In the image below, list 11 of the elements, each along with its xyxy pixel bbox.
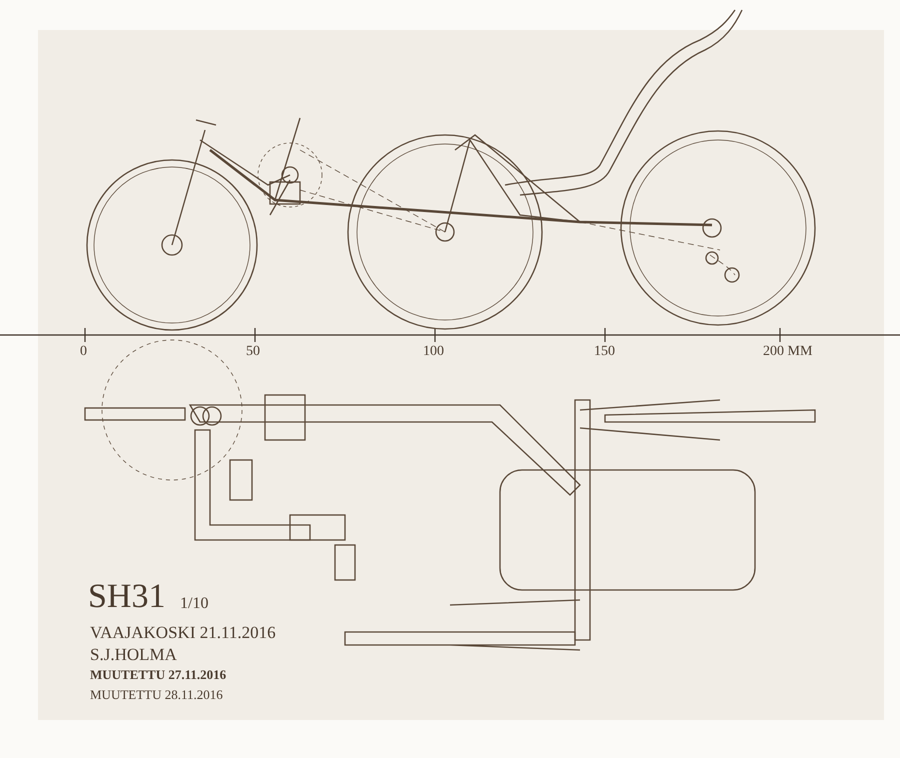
drawing-title: SH31 bbox=[88, 580, 166, 614]
place-date: VAAJAKOSKI 21.11.2016 bbox=[90, 624, 276, 641]
scale-ratio: 1/10 bbox=[180, 596, 208, 612]
scale-value: 100 bbox=[423, 345, 444, 359]
scale-value: 50 bbox=[246, 345, 260, 359]
revision-date: MUUTETTU 27.11.2016 bbox=[90, 668, 226, 681]
scale-value: 0 bbox=[80, 345, 87, 359]
author-name: S.J.HOLMA bbox=[90, 646, 177, 663]
scale-unit-value: 200 MM bbox=[763, 345, 812, 359]
scale-value: 150 bbox=[594, 345, 615, 359]
revision-date: MUUTETTU 28.11.2016 bbox=[90, 688, 223, 701]
